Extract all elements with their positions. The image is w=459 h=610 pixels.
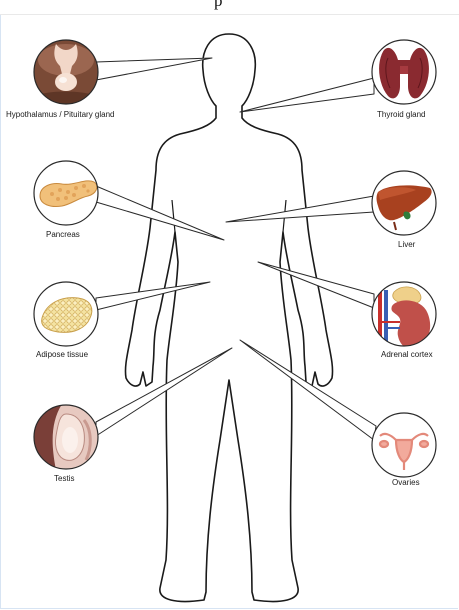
pancreas-icon xyxy=(34,161,98,225)
pointer-thyroid xyxy=(240,78,374,112)
label-liver: Liver xyxy=(398,240,415,250)
label-adipose-tissue: Adipose tissue xyxy=(36,350,88,360)
label-testis: Testis xyxy=(54,474,74,484)
label-adrenal-cortex: Adrenal cortex xyxy=(381,350,433,360)
uterus-ovaries-icon xyxy=(372,413,436,477)
label-hypothalamus-pituitary: Hypothalamus / Pituitary gland xyxy=(6,110,115,120)
testis-icon xyxy=(32,404,102,474)
adipose-tissue-icon xyxy=(34,282,98,346)
label-ovaries: Ovaries xyxy=(392,478,420,488)
human-body-outline xyxy=(125,34,332,602)
adrenal-kidney-icon xyxy=(372,282,436,350)
pituitary-gland-icon xyxy=(32,38,102,108)
label-pancreas: Pancreas xyxy=(46,230,80,240)
label-thyroid-gland: Thyroid gland xyxy=(377,110,425,120)
pointer-hypothalamus xyxy=(96,58,212,80)
liver-icon xyxy=(372,171,436,235)
thyroid-gland-icon xyxy=(372,40,436,104)
